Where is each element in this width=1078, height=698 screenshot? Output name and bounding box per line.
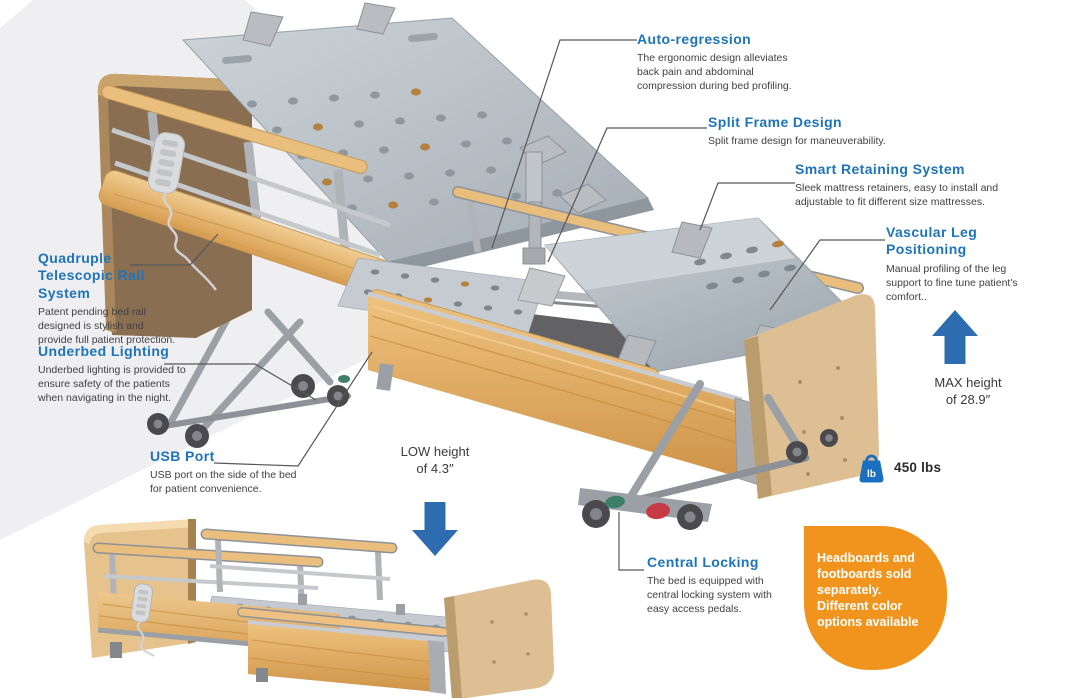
low-bed-illustration	[84, 519, 554, 698]
callout-auto-regression: Auto-regression The ergonomic design all…	[637, 31, 817, 94]
callout-quadruple-rail: Quadruple Telescopic Rail System Patent …	[38, 250, 208, 348]
callout-split-frame-title: Split Frame Design	[708, 114, 843, 130]
low-footboard	[444, 579, 554, 698]
low-rails	[92, 528, 398, 613]
callout-smart-retaining: Smart Retaining System Sleek mattress re…	[795, 161, 1025, 210]
low-remote	[130, 583, 155, 657]
weight-icon-label: lb	[867, 469, 876, 480]
green-unlock-pedal	[605, 495, 625, 509]
low-foot-box	[237, 607, 449, 694]
weight-capacity-value: 450 lbs	[894, 460, 942, 475]
leader-split-frame	[547, 127, 707, 263]
main-bed-illustration	[97, 2, 879, 530]
leader-quadruple-rail	[130, 233, 219, 266]
down-arrow-icon	[412, 502, 458, 561]
remote-cable	[162, 191, 217, 291]
low-height-label: LOW height of 4.3″	[400, 444, 470, 476]
leader-central-locking	[618, 512, 644, 571]
callout-central-locking-title: Central Locking	[647, 554, 759, 570]
foot-undercarriage	[578, 380, 838, 530]
head-casters	[147, 374, 350, 448]
callout-underbed-lighting-desc: Underbed lighting is provided to ensure …	[38, 364, 186, 405]
head-lift-arms	[168, 301, 334, 436]
foot-wood-panel	[367, 291, 763, 487]
leader-smart-retaining	[699, 182, 795, 231]
weight-capacity: lb 450 lbs	[858, 451, 941, 484]
callout-central-locking: Central Locking The bed is equipped with…	[647, 554, 817, 617]
red-lock-pedal	[646, 502, 670, 520]
leader-vascular-leg	[769, 239, 885, 311]
callout-vascular-leg: Vascular Leg Positioning Manual profilin…	[886, 224, 1056, 305]
leader-auto-regression	[491, 39, 637, 249]
callout-usb-port-title: USB Port	[150, 448, 215, 464]
callout-vascular-leg-desc: Manual profiling of the leg support to f…	[886, 262, 1018, 303]
handset-remote	[147, 132, 217, 291]
callout-usb-port-desc: USB port on the side of the bed for pati…	[150, 469, 297, 496]
callout-underbed-lighting-title: Underbed Lighting	[38, 343, 170, 359]
info-badge: Headboards and footboards sold separatel…	[804, 526, 947, 670]
callout-quadruple-rail-title: Quadruple Telescopic Rail System	[38, 250, 145, 301]
callout-smart-retaining-desc: Sleek mattress retainers, easy to instal…	[795, 182, 999, 209]
callout-split-frame: Split Frame Design Split frame design fo…	[708, 114, 938, 149]
leader-underbed-lighting	[164, 363, 317, 401]
footboard	[744, 294, 879, 499]
max-height-label: MAX height of 28.9″	[934, 375, 1002, 407]
leader-usb-port	[213, 351, 373, 467]
info-badge-text: Headboards and footboards sold separatel…	[817, 551, 919, 629]
callout-central-locking-desc: The bed is equipped with central locking…	[647, 575, 772, 616]
up-arrow-icon	[932, 310, 978, 369]
callout-underbed-lighting: Underbed Lighting Underbed lighting is p…	[38, 343, 218, 406]
callout-vascular-leg-title: Vascular Leg Positioning	[886, 224, 978, 258]
callout-split-frame-desc: Split frame design for maneuverability.	[708, 135, 886, 148]
callout-auto-regression-desc: The ergonomic design alleviates back pai…	[637, 52, 792, 93]
leader-lines	[130, 39, 885, 571]
weight-icon: lb	[859, 454, 884, 483]
callout-auto-regression-title: Auto-regression	[637, 31, 752, 47]
mattress-retainer-clips	[242, 2, 607, 214]
callout-smart-retaining-title: Smart Retaining System	[795, 161, 965, 177]
callout-quadruple-rail-desc: Patent pending bed rail designed is styl…	[38, 306, 176, 346]
callout-usb-port: USB Port USB port on the side of the bed…	[150, 448, 330, 497]
